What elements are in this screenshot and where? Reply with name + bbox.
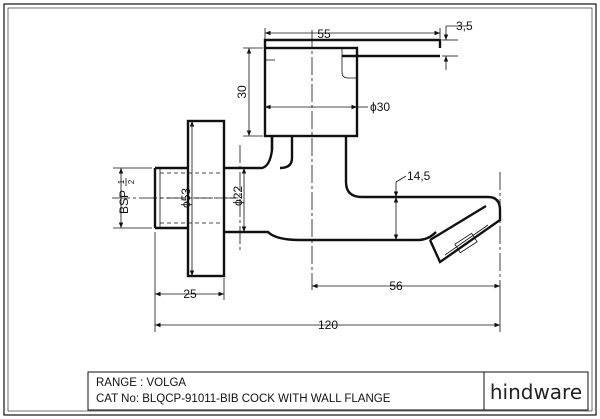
dim-top-width: 55 <box>317 27 331 41</box>
dim-lever-offset: 3,5 <box>456 19 473 33</box>
handle-body <box>263 46 359 138</box>
dim-spout-reach: 56 <box>389 279 403 293</box>
bib-cock-outline <box>153 38 502 278</box>
svg-text:BSP: BSP <box>117 190 131 214</box>
dim-thread-size: BSP 1 2 <box>117 178 136 214</box>
dim-handle-height: 30 <box>235 85 249 99</box>
title-catalog-number: CAT No: BLQCP-91011-BIB COCK WITH WALL F… <box>96 393 391 405</box>
brand-logo-text: hindware <box>490 380 582 404</box>
dim-spout-height: 14,5 <box>407 169 431 183</box>
dimension-lines <box>113 25 501 332</box>
dim-overall-length: 120 <box>318 318 338 332</box>
dim-flange-diameter: ϕ53 <box>179 188 193 208</box>
svg-text:1: 1 <box>117 179 126 184</box>
inner-border <box>7 7 593 412</box>
dim-thread-length: 25 <box>183 287 197 301</box>
dim-pipe-diameter: ϕ22 <box>231 186 245 206</box>
svg-text:2: 2 <box>127 179 136 184</box>
center-lines <box>112 30 501 292</box>
title-block: RANGE : VOLGA CAT No: BLQCP-91011-BIB CO… <box>87 371 589 411</box>
dim-body-diameter: ϕ30 <box>370 100 390 114</box>
title-range: RANGE : VOLGA <box>96 377 186 389</box>
wall-flange <box>186 119 226 278</box>
sheet-border <box>3 3 597 416</box>
